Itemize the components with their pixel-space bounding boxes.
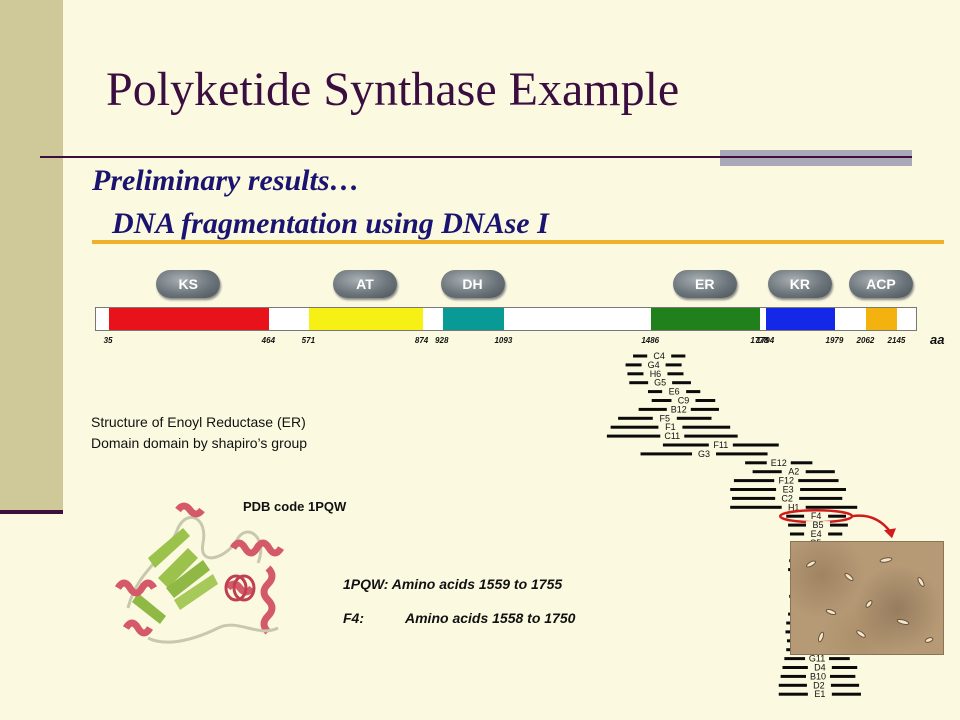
protein-structure-image (114, 502, 285, 644)
position-label: 1979 (825, 336, 844, 345)
fragment-label-bg (775, 494, 800, 503)
heading-preliminary-results: Preliminary results… (92, 164, 360, 197)
fragment-label-bg (776, 485, 801, 494)
domain-pill-er: ER (672, 270, 737, 298)
aa-range-text: Amino acids 1558 to 1750 (405, 610, 576, 626)
micrograph-image (790, 541, 944, 655)
fragment-label: F5 (660, 413, 671, 423)
fragment-label-bg (766, 458, 791, 467)
fragment-label: D4 (814, 663, 826, 673)
fragment-label: F4 (811, 511, 822, 521)
domain-pill-dh: DH (440, 270, 505, 298)
aa-range-prefix: F4: (343, 610, 364, 626)
fragment-label-bg (648, 378, 673, 387)
aa-range-f4: F4: Amino acids 1558 to 1750 (343, 610, 575, 626)
fragment-label-bg (804, 530, 829, 538)
fragment-label: F11 (713, 440, 728, 450)
fragment-label-bg (692, 449, 717, 458)
fragment-label-bg (805, 521, 830, 530)
domain-segment-ks (109, 308, 270, 330)
highlight-arrowhead (884, 528, 897, 539)
fragment-label: C9 (678, 396, 690, 406)
fragment-label: D2 (813, 680, 825, 690)
domain-segment-kr (766, 308, 836, 330)
fragment-label-bg (666, 405, 691, 414)
fragment-label-bg (805, 672, 830, 681)
fragment-label: E4 (811, 529, 822, 539)
position-label: 1794 (756, 336, 775, 345)
position-label: 1486 (641, 336, 660, 345)
title-rule (40, 156, 912, 158)
fragment-label: E6 (669, 387, 680, 397)
fragment-label: B12 (671, 404, 687, 414)
domain-segment-at (309, 308, 423, 330)
fragment-label: A2 (788, 467, 799, 477)
fragment-label-bg (806, 681, 831, 690)
title-accent-bar (720, 150, 912, 166)
aa-range-1pqw: 1PQW: Amino acids 1559 to 1755 (343, 576, 562, 592)
fragment-label-bg (641, 360, 666, 369)
fragment-label: G3 (698, 449, 710, 459)
domain-pill-acp: ACP (848, 270, 913, 298)
fragment-label-bg (671, 396, 696, 405)
fragment-label-bg (708, 441, 733, 449)
position-label: 2145 (887, 336, 906, 345)
fragment-label: C11 (664, 431, 680, 441)
position-label: 464 (261, 336, 276, 345)
fragment-label-bg (805, 654, 830, 663)
position-label: 2062 (856, 336, 875, 345)
left-accent-rule (0, 510, 63, 514)
fragment-label: C2 (781, 493, 793, 503)
fragment-label-bg (807, 663, 832, 672)
domain-pill-at: AT (332, 270, 397, 298)
fragment-label: H1 (788, 502, 800, 512)
domain-pill-ks: KS (156, 270, 221, 298)
pdb-code-label: PDB code 1PQW (243, 499, 347, 514)
fragment-label-bg (804, 512, 829, 521)
fragment-label: B10 (810, 671, 826, 681)
fragment-label: G4 (648, 360, 660, 370)
fragment-label: F12 (778, 476, 794, 486)
fragment-label-bg (662, 387, 687, 396)
position-label: 1093 (494, 336, 513, 345)
fragment-label-bg (807, 690, 832, 699)
domain-segment-dh (442, 308, 505, 330)
fragment-label: G5 (654, 378, 666, 388)
position-label: 571 (301, 336, 316, 345)
fragment-label: H6 (650, 369, 662, 379)
heading-underline (92, 240, 944, 244)
fragment-label-bg (658, 423, 683, 432)
gene-domain-bar (95, 307, 917, 331)
aa-range-text: Amino acids 1559 to 1755 (391, 576, 563, 592)
domain-segment-acp (866, 308, 898, 330)
slide-title: Polyketide Synthase Example (106, 63, 680, 116)
er-structure-caption: Structure of Enoyl Reductase (ER) Domain… (91, 414, 308, 451)
fragment-label-bg (643, 369, 668, 378)
fragment-label: C4 (653, 351, 665, 361)
fragment-label-bg (652, 414, 677, 423)
fragment-label-bg (781, 503, 806, 512)
aa-range-prefix: 1PQW: (343, 576, 389, 592)
fragment-label: E1 (814, 689, 825, 699)
position-label: 874 (414, 336, 429, 345)
left-accent-band (0, 0, 63, 512)
fragment-label: E3 (783, 485, 794, 495)
fragment-label: F1 (665, 422, 676, 432)
axis-unit-label: aa (930, 332, 945, 347)
position-label: 35 (103, 336, 113, 345)
fragment-label-bg (660, 432, 685, 441)
fragment-label-bg (774, 476, 799, 485)
fragment-label-bg (781, 467, 806, 476)
position-label: 1778 (750, 336, 769, 345)
domain-pill-kr: KR (767, 270, 832, 298)
fragment-label: E12 (771, 458, 787, 468)
heading-dna-fragmentation: DNA fragmentation using DNAse I (112, 207, 549, 240)
fragment-label: G11 (809, 654, 825, 664)
fragment-label: B5 (812, 520, 823, 530)
position-label: 928 (435, 336, 449, 345)
domain-segment-er (651, 308, 761, 330)
fragment-label-bg (647, 352, 672, 360)
